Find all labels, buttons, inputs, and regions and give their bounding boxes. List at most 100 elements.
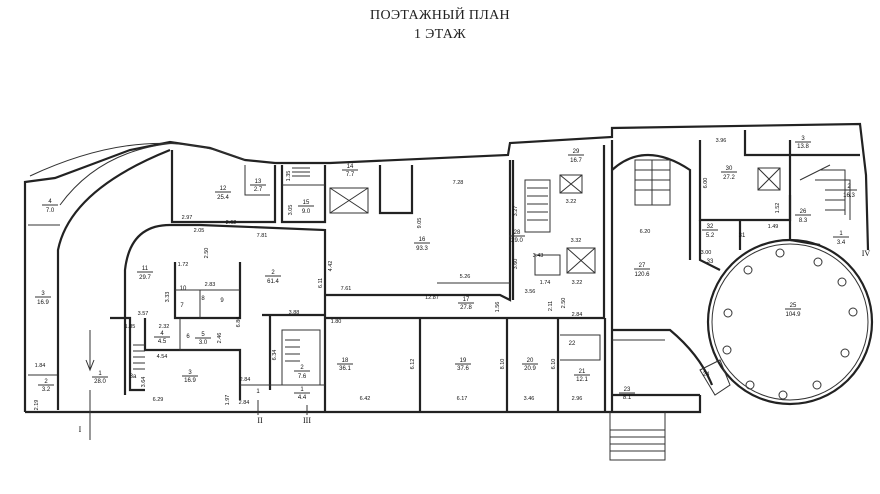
- svg-text:4.5: 4.5: [158, 339, 167, 345]
- outer-wall-bottom: [25, 395, 702, 414]
- svg-text:16.3: 16.3: [843, 193, 855, 199]
- elevator-icons: [329, 167, 781, 274]
- svg-text:1: 1: [839, 231, 843, 237]
- svg-text:3: 3: [41, 291, 45, 297]
- dimension-label: 2.05: [194, 228, 205, 234]
- svg-text:2.7: 2.7: [254, 187, 263, 193]
- dimension-label: 2.62: [226, 220, 237, 226]
- dimension-label: 1.80: [331, 319, 342, 325]
- section-mark: II: [257, 416, 263, 425]
- svg-text:3: 3: [188, 370, 192, 376]
- svg-text:16.9: 16.9: [37, 300, 49, 306]
- svg-text:3.2: 3.2: [42, 387, 51, 393]
- svg-text:11: 11: [142, 266, 149, 272]
- room-number: 1: [256, 389, 260, 395]
- room-label: 47.0: [46, 199, 55, 214]
- dimension-label: 2.19: [34, 400, 40, 411]
- dimension-label: 2.96: [572, 396, 583, 402]
- dimension-label: 1.84: [35, 363, 46, 369]
- room-label: 13.4: [837, 231, 846, 246]
- svg-text:8.1: 8.1: [623, 395, 632, 401]
- svg-text:61.4: 61.4: [267, 279, 279, 285]
- svg-text:25.4: 25.4: [217, 195, 229, 201]
- area-dividers: [35, 141, 857, 394]
- dimension-label: 6.42: [360, 396, 371, 402]
- svg-text:9.0: 9.0: [302, 209, 311, 215]
- dimension-label: 2.84: [240, 377, 251, 383]
- dimension-label: 1.97: [225, 395, 231, 406]
- walls: [23, 122, 874, 461]
- dimension-label: 2.84: [239, 400, 250, 406]
- room-number: 31: [739, 233, 746, 239]
- dimension-label: 8.10: [500, 359, 506, 370]
- svg-text:7.6: 7.6: [298, 374, 307, 380]
- svg-text:1: 1: [300, 387, 304, 393]
- dimension-label: 3.22: [566, 199, 577, 205]
- plan-subtitle: 1 ЭТАЖ: [413, 27, 467, 42]
- dimension-label: 9.05: [417, 218, 423, 229]
- dimension-label: 6.34: [272, 350, 278, 361]
- svg-text:27: 27: [639, 263, 646, 269]
- svg-text:16.9: 16.9: [184, 378, 196, 384]
- svg-text:29.0: 29.0: [511, 238, 523, 244]
- curved-corridor-wall: [56, 148, 171, 410]
- dimension-label: 3.56: [525, 289, 536, 295]
- svg-text:3.4: 3.4: [837, 240, 846, 246]
- svg-text:8.3: 8.3: [799, 218, 808, 224]
- dimension-label: 12.87: [425, 295, 439, 301]
- svg-text:25: 25: [790, 303, 797, 309]
- room-label: 132.7: [254, 179, 263, 193]
- dimension-label: 7.61: [341, 286, 352, 292]
- room-label: 14.4: [298, 387, 307, 401]
- room-number: 9: [220, 298, 224, 304]
- dimension-labels: 2.97 2.05 2.62 7.81 2.50 1.72 2.83 3.33 …: [34, 138, 781, 410]
- room-label: 316.9: [184, 370, 196, 384]
- dimension-label: 3.22: [572, 280, 583, 286]
- dimension-label: 3.88: [289, 310, 300, 316]
- svg-text:93.3: 93.3: [416, 246, 428, 252]
- room-label: 216.3: [843, 184, 855, 199]
- svg-text:13.8: 13.8: [797, 144, 809, 150]
- section-marks: I II III IV: [79, 249, 871, 434]
- room-label: 128.0: [94, 371, 106, 385]
- room-label: 11 29.7: [139, 266, 151, 281]
- svg-text:13: 13: [255, 179, 262, 185]
- svg-text:37.6: 37.6: [457, 366, 469, 372]
- columns: [722, 248, 858, 400]
- dimension-label: 7.81: [257, 233, 268, 239]
- svg-text:32: 32: [707, 224, 714, 230]
- svg-text:2: 2: [300, 365, 304, 371]
- dimension-label: 6.20: [640, 229, 651, 235]
- svg-text:29.7: 29.7: [139, 275, 151, 281]
- section-mark: IV: [862, 249, 871, 258]
- svg-text:30: 30: [726, 166, 733, 172]
- dimension-label: 3.60: [513, 259, 519, 270]
- svg-text:15: 15: [303, 200, 310, 206]
- svg-text:21: 21: [579, 369, 586, 375]
- svg-text:16: 16: [419, 237, 426, 243]
- stairs-left: [133, 167, 310, 370]
- dimension-label: 2.83: [205, 282, 216, 288]
- dimension-label: 3.00: [701, 250, 712, 256]
- dimension-label: 6.29: [153, 397, 164, 403]
- svg-text:5.2: 5.2: [706, 233, 715, 239]
- svg-text:3.0: 3.0: [199, 340, 208, 346]
- stairs-right: [820, 169, 846, 215]
- room-label: 27.6: [298, 365, 307, 380]
- svg-text:4: 4: [48, 199, 52, 205]
- room-number: 3а: [130, 374, 137, 380]
- room-label: 44.5: [158, 331, 167, 345]
- svg-text:17: 17: [463, 297, 470, 303]
- room-label: 316.9: [37, 291, 49, 306]
- entrance-stairs: [609, 412, 666, 461]
- svg-text:29: 29: [573, 149, 580, 155]
